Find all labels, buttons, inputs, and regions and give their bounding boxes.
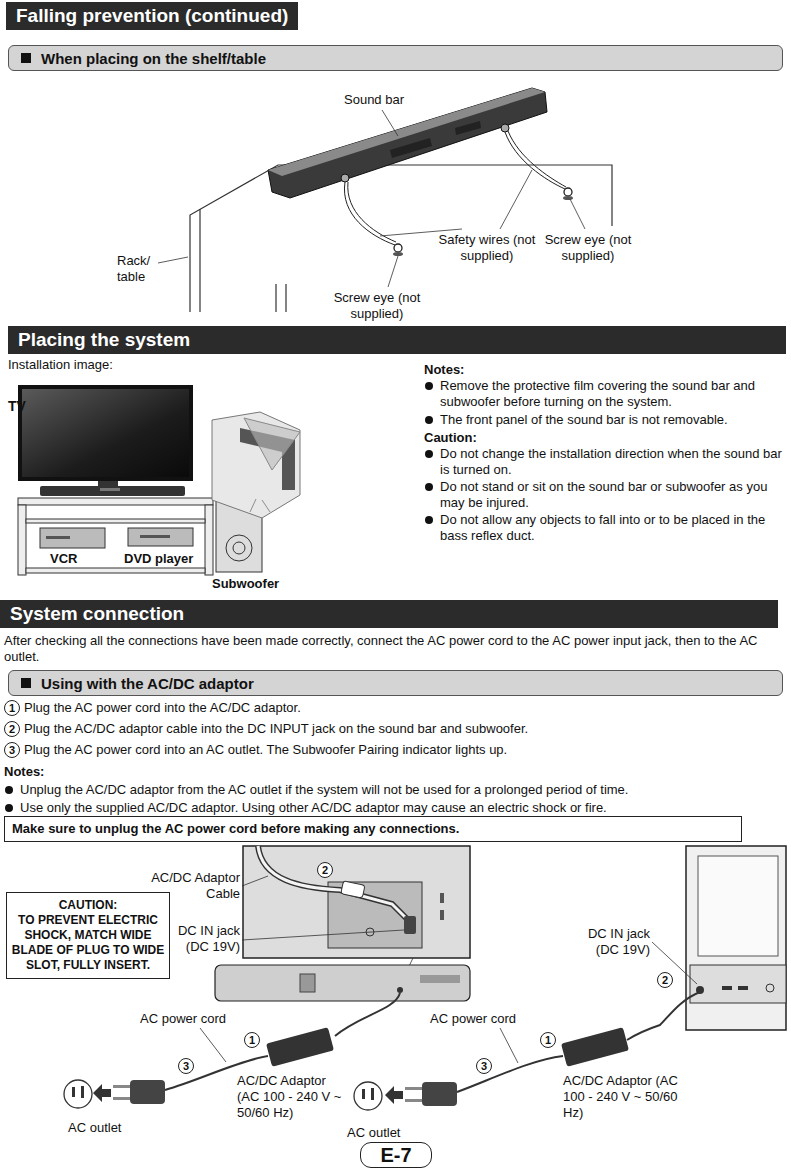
- caution-box: CAUTION:TO PREVENT ELECTRIC SHOCK, MATCH…: [6, 892, 170, 979]
- caption-text: Installation image:: [8, 357, 113, 373]
- section-band: System connection: [0, 600, 778, 628]
- part-label: TV: [8, 398, 26, 414]
- note-text: Use only the supplied AC/DC adaptor. Usi…: [20, 800, 786, 816]
- node-text: Make sure to unplug the AC power cord be…: [12, 821, 734, 837]
- step-number: 2: [4, 721, 20, 737]
- node-text: E-7: [361, 1143, 431, 1167]
- note-heading: Notes:: [424, 362, 464, 378]
- body-text: After checking all the connections have …: [4, 633, 788, 665]
- part-label: AC outlet: [68, 1120, 121, 1136]
- callout-number: 2: [317, 862, 333, 878]
- part-label: AC/DC Adaptor Cable: [130, 870, 240, 902]
- part-label: Rack/ table: [117, 253, 157, 285]
- note-heading: Caution:: [424, 430, 477, 446]
- part-label: AC/DC Adaptor (AC 100 - 240 V ~ 50/60 Hz…: [563, 1073, 681, 1121]
- bullet-dot: [425, 450, 433, 458]
- note-text: Do not stand or sit on the sound bar or …: [440, 479, 786, 511]
- part-label: VCR: [50, 551, 77, 567]
- square-marker: [21, 678, 31, 688]
- note-text: The front panel of the sound bar is not …: [440, 412, 786, 428]
- part-label: Screw eye (not supplied): [327, 290, 427, 322]
- step-number: 3: [4, 742, 20, 758]
- note-text: Remove the protective film covering the …: [440, 378, 786, 410]
- part-label: Sound bar: [344, 92, 404, 108]
- page-number: E-7: [360, 1142, 432, 1168]
- node-text: CAUTION:: [11, 898, 165, 913]
- node-text: System connection: [10, 603, 184, 625]
- step-number: 1: [4, 700, 20, 716]
- part-label: DC IN jack (DC 19V): [574, 926, 650, 958]
- part-label: AC power cord: [430, 1011, 516, 1027]
- part-label: Screw eye (not supplied): [538, 232, 638, 264]
- section-band: Placing the system: [8, 326, 786, 354]
- part-label: Subwoofer: [212, 576, 279, 592]
- bullet-dot: [5, 786, 13, 794]
- step-text: Plug the AC power cord into the AC/DC ad…: [24, 700, 784, 716]
- callout-number: 3: [178, 1058, 194, 1074]
- bullet-dot: [425, 382, 433, 390]
- callout-number: 1: [540, 1032, 556, 1048]
- part-label: AC outlet: [347, 1125, 400, 1141]
- square-marker: [21, 53, 31, 63]
- node-text: Placing the system: [18, 329, 190, 351]
- step-text: Plug the AC/DC adaptor cable into the DC…: [24, 721, 784, 737]
- section-band: Falling prevention (continued): [6, 2, 298, 30]
- part-label: AC/DC Adaptor (AC 100 - 240 V ~ 50/60 Hz…: [237, 1073, 349, 1121]
- part-label: DVD player: [124, 551, 193, 567]
- node-text: When placing on the shelf/table: [41, 50, 266, 67]
- step-text: Plug the AC power cord into an AC outlet…: [24, 742, 784, 758]
- part-label: Safety wires (not supplied): [437, 232, 537, 264]
- bullet-dot: [425, 483, 433, 491]
- subsection-band: Using with the AC/DC adaptor: [8, 670, 783, 696]
- warning-box: Make sure to unplug the AC power cord be…: [4, 816, 742, 842]
- bullet-dot: [5, 804, 13, 812]
- callout-number: 1: [244, 1032, 260, 1048]
- part-label: AC power cord: [140, 1011, 226, 1027]
- bullet-dot: [425, 516, 433, 524]
- note-text: Do not change the installation direction…: [440, 446, 786, 478]
- node-text: TO PREVENT ELECTRIC SHOCK, MATCH WIDE BL…: [11, 913, 165, 973]
- bullet-dot: [425, 416, 433, 424]
- note-text: Do not allow any objects to fall into or…: [440, 512, 786, 544]
- callout-number: 3: [476, 1058, 492, 1074]
- callout-number: 2: [657, 972, 673, 988]
- part-label: DC IN jack (DC 19V): [164, 923, 240, 955]
- node-text: Using with the AC/DC adaptor: [41, 675, 254, 692]
- note-text: Unplug the AC/DC adaptor from the AC out…: [20, 782, 786, 798]
- subsection-band: When placing on the shelf/table: [8, 45, 783, 71]
- node-text: Falling prevention (continued): [16, 5, 288, 27]
- note-heading: Notes:: [4, 764, 44, 780]
